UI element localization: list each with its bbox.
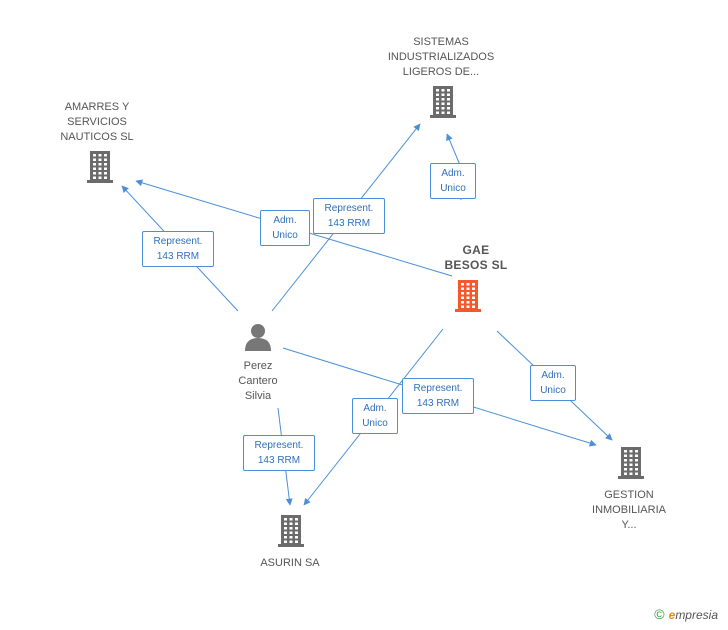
edge-label-perez-sistemas[interactable]: Represent. 143 RRM (313, 198, 385, 234)
edge-label-gae-asurin[interactable]: Adm. Unico (352, 398, 398, 434)
node-label-sistemas[interactable]: SISTEMAS INDUSTRIALIZADOS LIGEROS DE... (387, 36, 495, 78)
copyright-symbol: © (654, 606, 665, 622)
footer-brand: ©empresia (654, 606, 718, 622)
edge-label-perez-amarres[interactable]: Represent. 143 RRM (142, 231, 214, 267)
company-icon-gestion[interactable] (618, 447, 644, 479)
node-label-perez[interactable]: Perez Cantero Silvia (238, 360, 278, 402)
company-icon-amarres[interactable] (87, 151, 113, 183)
edge-label-perez-gestion[interactable]: Represent. 143 RRM (402, 378, 474, 414)
edge-label-gae-sistemas[interactable]: Adm. Unico (430, 163, 476, 199)
brand-rest: mpresia (675, 608, 718, 622)
edge-label-perez-asurin[interactable]: Represent. 143 RRM (243, 435, 315, 471)
node-label-gestion[interactable]: GESTION INMOBILIARIA Y... (592, 489, 666, 531)
brand-initial: e (668, 608, 676, 622)
company-icon-asurin[interactable] (278, 515, 304, 547)
node-label-asurin[interactable]: ASURIN SA (260, 557, 320, 569)
node-label-amarres[interactable]: AMARRES Y SERVICIOS NAUTICOS SL (60, 101, 134, 143)
node-label-gae[interactable]: GAE BESOS SL (444, 243, 508, 272)
edge-label-gae-amarres[interactable]: Adm. Unico (260, 210, 310, 246)
person-icon-perez[interactable] (245, 324, 271, 351)
brand-logo: empresia (669, 608, 718, 622)
edge-label-gae-gestion[interactable]: Adm. Unico (530, 365, 576, 401)
company-icon-sistemas[interactable] (430, 86, 456, 118)
main-company-icon-gae[interactable] (455, 280, 481, 312)
